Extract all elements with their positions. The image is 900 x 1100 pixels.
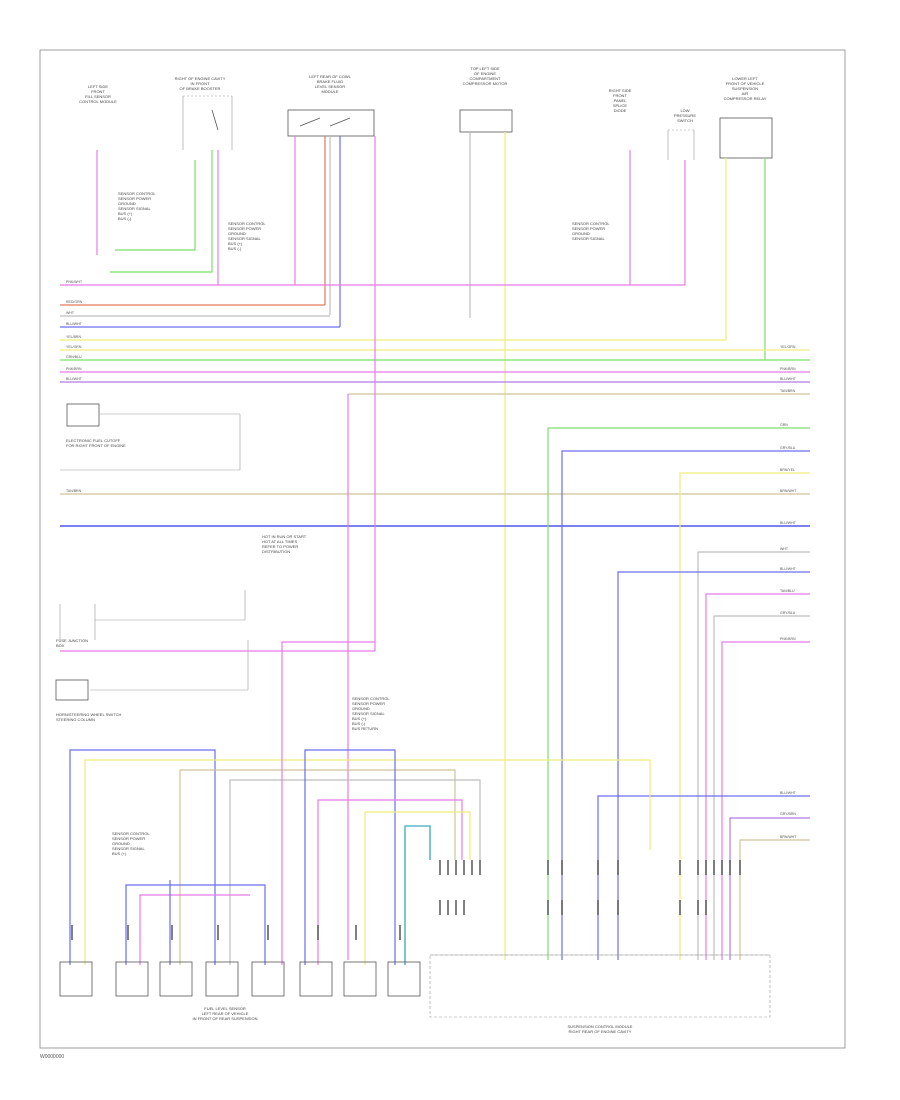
diagram-frame <box>39 49 846 1049</box>
compressor-motor-box <box>459 109 513 133</box>
right-label-1: YEL/GRN <box>780 345 796 349</box>
suspension-module-group <box>429 954 771 1018</box>
sensor-box-5 <box>251 961 285 997</box>
low-pressure-switch-symbol <box>667 129 695 160</box>
brake-booster-switch-symbol <box>182 95 233 150</box>
right-label-9: BLU/WHT <box>780 521 797 525</box>
brake-fluid-switch-symbol <box>299 117 351 127</box>
right-label-13: GRY/BLU <box>780 611 796 615</box>
bus-label-1: PNK/WHT <box>66 280 83 284</box>
sensor-box-6 <box>299 961 333 997</box>
upper-drop-wires <box>96 132 766 960</box>
brake-fluid-sensor-box <box>287 109 375 137</box>
sensor-box-1 <box>59 961 93 997</box>
module-feed-wires <box>347 285 810 960</box>
sensor-box-2 <box>115 961 149 997</box>
bus-label-4: BLU/WHT <box>66 322 83 326</box>
sensor-box-7 <box>343 961 377 997</box>
fuel-cutoff-box <box>66 403 100 427</box>
right-label-2: PNK/BRN <box>780 367 796 371</box>
right-label-14: PNK/BRN <box>780 637 796 641</box>
fuse-box-symbol <box>59 590 246 640</box>
right-label-7: BRN/YEL <box>780 468 795 472</box>
right-label-6: GRY/BLU <box>780 446 796 450</box>
sensor-box-3 <box>159 961 193 997</box>
bus-label-6: YEL/GRN <box>66 345 82 349</box>
right-label-3: BLU/WHT <box>780 377 797 381</box>
figure-code: W0000000 <box>40 1054 64 1060</box>
compressor-relay-box <box>719 117 773 159</box>
lower-feed-wires <box>69 641 651 965</box>
horizontal-bus-wires <box>60 284 810 652</box>
fuel-level-sensor-group <box>59 961 421 997</box>
right-label-12: TAN/BLU <box>780 589 795 593</box>
right-label-8: BRN/WHT <box>780 489 797 493</box>
right-label-10: WHT <box>780 547 789 551</box>
connector-marks <box>71 860 741 940</box>
right-label-16: GRY/BRN <box>780 812 796 816</box>
bus-label-2: RED/GRN <box>66 300 83 304</box>
right-label-11: BLU/WHT <box>780 567 797 571</box>
right-label-15: BLU/WHT <box>780 791 797 795</box>
right-label-4: TAN/BRN <box>780 389 796 393</box>
bus-label-5: YEL/BRN <box>66 335 81 339</box>
bus-label-7: GRN/BLU <box>66 355 82 359</box>
sensor-box-4 <box>205 961 239 997</box>
bus-label-8: PNK/BRN <box>66 367 82 371</box>
right-label-17: BRN/WHT <box>780 835 797 839</box>
bus-label-3: WHT <box>66 311 75 315</box>
suspension-module-outline <box>429 954 771 1018</box>
bus-label-10: TAN/BRN <box>66 489 82 493</box>
horn-switch-box <box>55 679 89 701</box>
right-label-5: GRN <box>780 423 788 427</box>
sensor-box-8 <box>387 961 421 997</box>
bus-label-9: BLU/WHT <box>66 377 83 381</box>
